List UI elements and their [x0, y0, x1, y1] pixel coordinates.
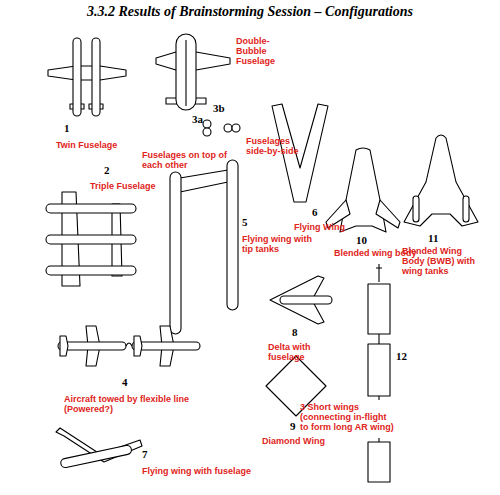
configuration-label: Delta with fuselage — [268, 342, 348, 362]
configuration-label: Flying wing with tip tanks — [242, 234, 318, 254]
callout-number: 5 — [242, 216, 248, 228]
configuration-label: Blended Wing Body (BWB) with wing tanks — [402, 246, 482, 276]
figure-title: 3.3.2 Results of Brainstorming Session –… — [87, 4, 413, 20]
configuration-label: Double-Bubble Fuselage — [236, 36, 298, 66]
configuration-label: 3 Short wings (connecting in-flight to f… — [300, 402, 396, 432]
callout-number: 11 — [428, 232, 438, 244]
configuration-label: Triple Fuselage — [90, 181, 156, 191]
configuration-label: Diamond Wing — [262, 436, 325, 446]
callout-number: 8 — [292, 326, 298, 338]
configuration-label: Flying wing with fuselage — [142, 466, 251, 476]
callout-number: 7 — [142, 448, 148, 460]
callout-number: 4 — [122, 376, 128, 388]
callout-number: 1 — [64, 122, 70, 134]
callout-number: 2 — [104, 164, 110, 176]
configuration-label: Fuselages side-by-side — [246, 136, 312, 156]
configuration-label: Fuselages on top of each other — [142, 150, 240, 170]
callout-number: 3a — [192, 113, 203, 125]
callout-number: 6 — [312, 206, 318, 218]
configuration-label: Aircraft towed by flexible line (Powered… — [64, 394, 220, 414]
callout-number: 9 — [290, 420, 296, 432]
callout-number: 10 — [356, 234, 367, 246]
configuration-label: Twin Fuselage — [56, 140, 117, 150]
configuration-label: Flying Wing — [294, 222, 345, 232]
callout-number: 3b — [213, 102, 225, 114]
callout-number: 12 — [396, 350, 407, 362]
